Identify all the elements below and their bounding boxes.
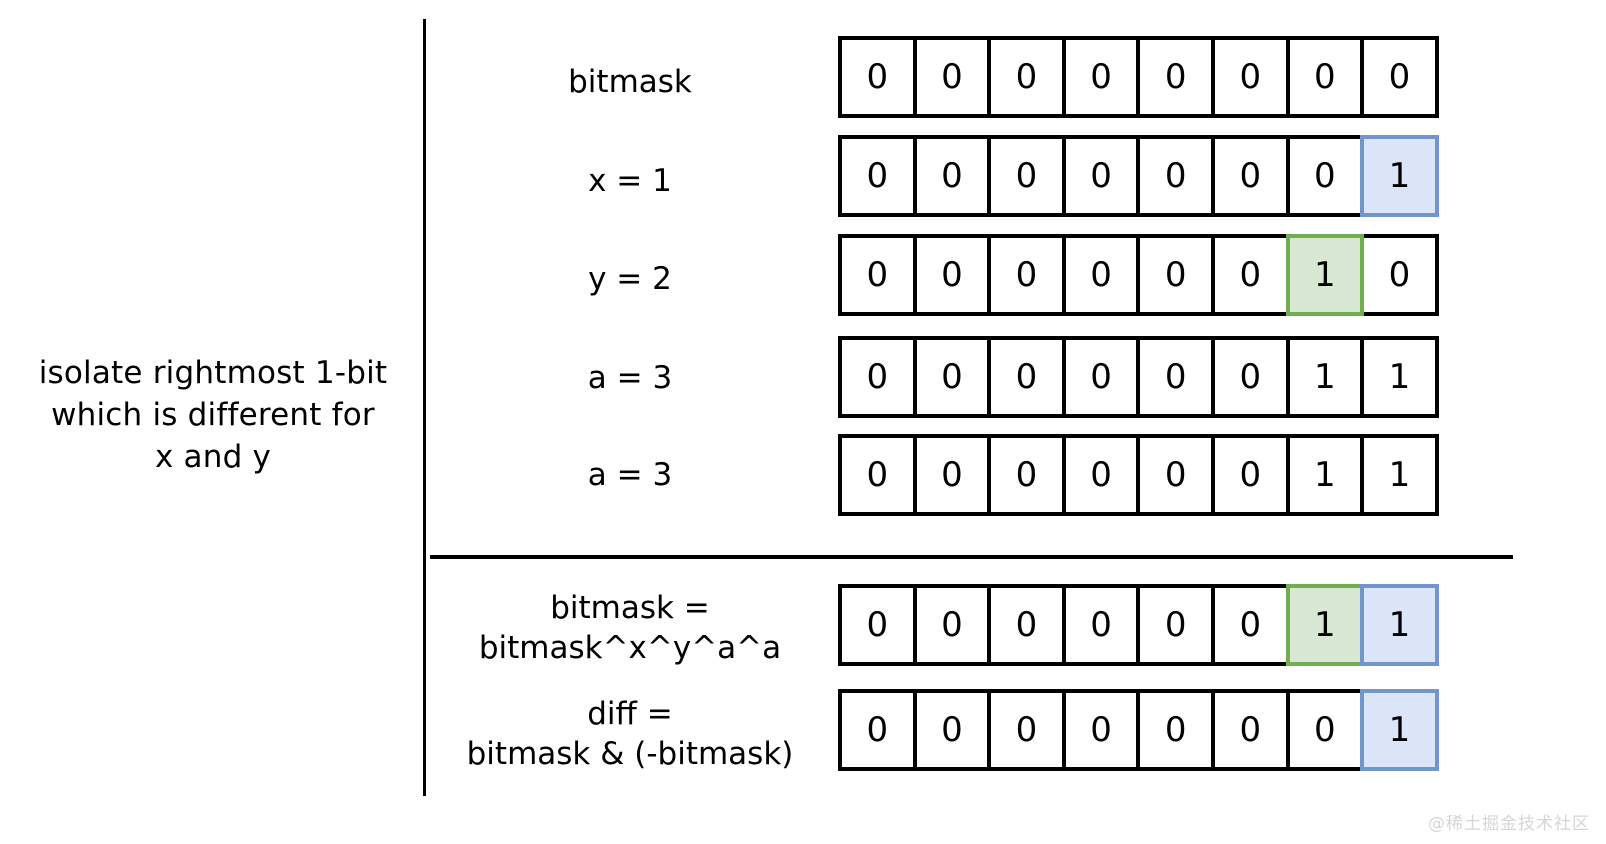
- bit-cell: 0: [1210, 36, 1290, 118]
- watermark-text: @稀土掘金技术社区: [1428, 814, 1590, 834]
- bit-cell: 0: [1210, 584, 1290, 666]
- bit-cell: 0: [1136, 135, 1215, 217]
- bit-cell: 0: [1061, 584, 1141, 666]
- bit-cell: 0: [912, 584, 992, 666]
- bit-cell: 0: [912, 434, 992, 516]
- bit-cell: 0: [1285, 135, 1365, 217]
- bit-cell: 1: [1360, 689, 1439, 771]
- row-label-3: a = 3: [587, 360, 673, 396]
- bit-cell: 1: [1360, 584, 1439, 666]
- bit-cell: 0: [838, 434, 917, 516]
- bit-cell: 0: [987, 234, 1066, 316]
- row-label-0: bitmask: [568, 64, 692, 100]
- row-label-5: bitmask = bitmask^x^y^a^a: [478, 590, 782, 666]
- bit-cell: 0: [1210, 234, 1290, 316]
- bit-cell: 0: [1136, 689, 1215, 771]
- bit-cell: 1: [1285, 434, 1365, 516]
- bit-cell: 0: [987, 434, 1066, 516]
- bit-cell: 0: [1285, 36, 1365, 118]
- bit-cell: 0: [838, 135, 917, 217]
- bit-cell: 0: [987, 689, 1066, 771]
- bit-cell: 0: [987, 584, 1066, 666]
- bit-cell: 0: [912, 36, 992, 118]
- bit-cell: 0: [1136, 434, 1215, 516]
- bit-cell: 0: [838, 36, 917, 118]
- bit-cell: 1: [1285, 336, 1365, 418]
- bit-cell: 1: [1360, 135, 1439, 217]
- row-label-6: diff = bitmask & (-bitmask): [466, 696, 794, 772]
- vertical-divider: [423, 19, 426, 796]
- bit-cell: 0: [912, 336, 992, 418]
- bit-cell: 0: [1136, 584, 1215, 666]
- bit-cell: 1: [1360, 336, 1439, 418]
- bit-cell: 0: [1210, 434, 1290, 516]
- bit-cell: 0: [1360, 234, 1439, 316]
- bit-cell: 0: [1136, 234, 1215, 316]
- bit-cell: 0: [1061, 336, 1141, 418]
- bit-cell: 0: [1061, 234, 1141, 316]
- bit-cell: 0: [1061, 135, 1141, 217]
- bit-cell: 0: [912, 689, 992, 771]
- bit-cell: 0: [838, 234, 917, 316]
- bit-cell: 0: [1285, 689, 1365, 771]
- bit-cell: 0: [838, 689, 917, 771]
- bit-cell: 0: [1061, 434, 1141, 516]
- bit-cell: 0: [1136, 36, 1215, 118]
- bit-cell: 0: [1061, 36, 1141, 118]
- bit-cell: 1: [1285, 234, 1365, 316]
- bit-cell: 0: [987, 36, 1066, 118]
- row-label-1: x = 1: [588, 163, 672, 199]
- bit-cell: 0: [987, 135, 1066, 217]
- bit-cell: 0: [838, 336, 917, 418]
- bit-cell: 1: [1285, 584, 1365, 666]
- bit-cell: 0: [1061, 689, 1141, 771]
- bit-cell: 0: [1210, 689, 1290, 771]
- bit-cell: 1: [1360, 434, 1439, 516]
- row-label-2: y = 2: [588, 261, 672, 297]
- row-label-4: a = 3: [587, 457, 673, 493]
- bit-cell: 0: [838, 584, 917, 666]
- bit-cell: 0: [1210, 135, 1290, 217]
- bit-cell: 0: [987, 336, 1066, 418]
- bit-cell: 0: [1210, 336, 1290, 418]
- bit-cell: 0: [912, 234, 992, 316]
- bit-cell: 0: [1360, 36, 1439, 118]
- horizontal-divider: [430, 555, 1513, 559]
- explanation-text: isolate rightmost 1-bit which is differe…: [38, 355, 388, 475]
- bit-cell: 0: [912, 135, 992, 217]
- bit-cell: 0: [1136, 336, 1215, 418]
